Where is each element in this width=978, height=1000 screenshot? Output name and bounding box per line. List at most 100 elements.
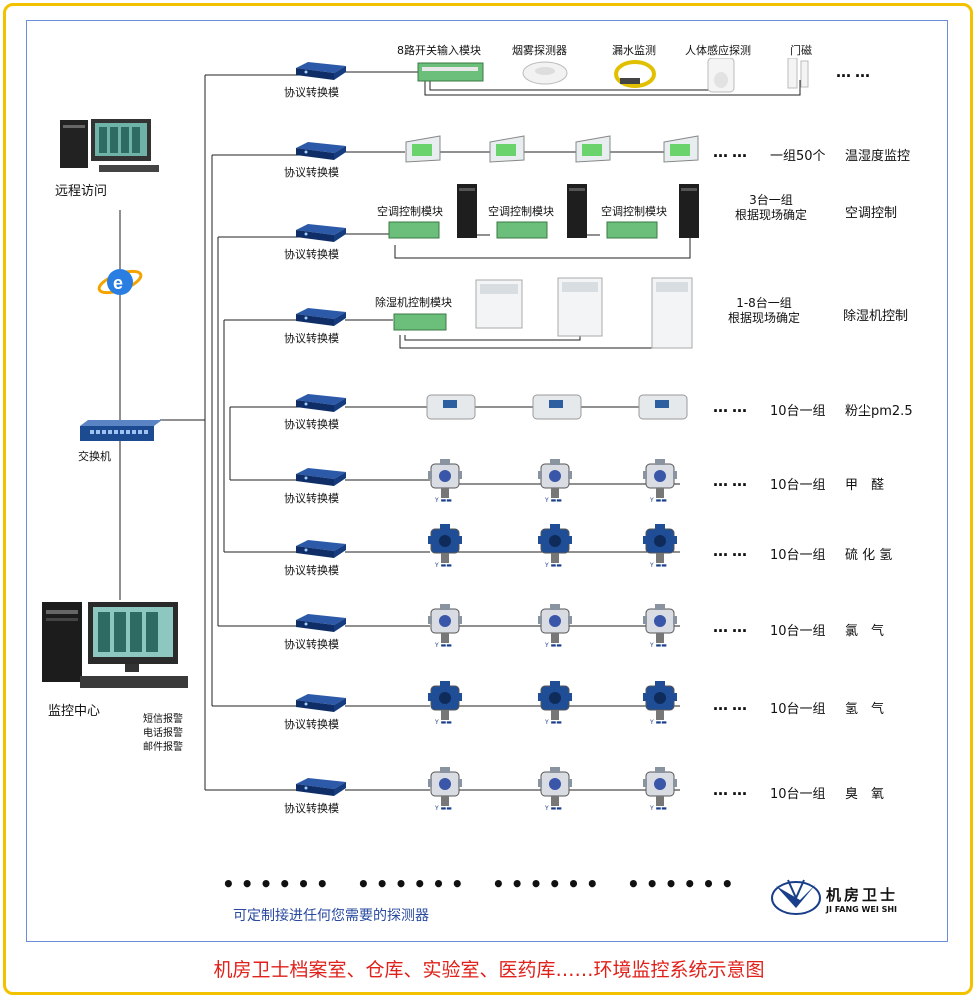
internet-explorer-icon: e xyxy=(97,269,143,295)
converter-label: 协议转换模 xyxy=(284,718,339,731)
svg-text:Y ▬▬: Y ▬▬ xyxy=(544,805,562,812)
row2-temp-humidity-sensors xyxy=(405,135,699,163)
door-sensor-icon xyxy=(787,58,809,89)
row-ellipsis: …… xyxy=(713,398,751,416)
svg-text:Y ▬▬: Y ▬▬ xyxy=(544,562,562,569)
dehumidifier-icon xyxy=(651,277,693,349)
temp-humidity-icon xyxy=(405,135,441,163)
bottom-dots-4: •••••• xyxy=(627,872,740,896)
smoke-detector-label: 烟雾探测器 xyxy=(512,44,567,57)
remote-access-label: 远程访问 xyxy=(55,184,108,199)
row4-dehumidifiers xyxy=(393,277,693,349)
svg-text:Y ▬▬: Y ▬▬ xyxy=(649,642,667,649)
svg-text:Y ▬▬: Y ▬▬ xyxy=(544,497,562,504)
protocol-converter: 协议转换模 xyxy=(284,776,352,816)
gas-detector-icon: Y ▬▬ xyxy=(428,681,462,726)
row-count: 10台一组 xyxy=(770,548,826,563)
gas-detector-icon: Y ▬▬ xyxy=(643,767,677,812)
ac-module-icon xyxy=(388,221,440,239)
alarm-sms: 短信报警 xyxy=(143,714,183,725)
row5-dust-sensors xyxy=(426,394,688,420)
row-ellipsis: …… xyxy=(713,696,751,714)
protocol-converter: 协议转换模 xyxy=(284,612,352,652)
ac-cabinet-icon xyxy=(679,184,699,238)
outer-frame xyxy=(3,3,973,995)
bottom-dots-1: •••••• xyxy=(222,872,335,896)
gas-detector-icon: Y ▬▬ xyxy=(643,681,677,726)
svg-text:Y ▬▬: Y ▬▬ xyxy=(649,497,667,504)
converter-icon xyxy=(296,308,346,326)
dehumidifier-module-icon xyxy=(393,313,447,331)
ac-module-icon xyxy=(496,221,548,239)
ac-module-icon xyxy=(606,221,658,239)
row-count: 10台一组 xyxy=(770,624,826,639)
row1-ellipsis: …… xyxy=(836,63,874,81)
svg-text:Y ▬▬: Y ▬▬ xyxy=(649,805,667,812)
io-module-icon xyxy=(417,62,484,82)
row-count: 10台一组 xyxy=(770,702,826,717)
row2-type: 温湿度监控 xyxy=(845,149,911,164)
motion-detector-label: 人体感应探测 xyxy=(685,44,751,57)
protocol-converter: 协议转换模 xyxy=(284,392,352,432)
svg-text:Y ▬▬: Y ▬▬ xyxy=(649,562,667,569)
row1-devices xyxy=(417,58,809,93)
converter-label: 协议转换模 xyxy=(284,802,339,815)
row-ellipsis: …… xyxy=(713,542,751,560)
gas-detector-icon: Y ▬▬ xyxy=(538,459,572,504)
water-leak-icon xyxy=(614,60,656,88)
dehumidifier-module-label: 除湿机控制模块 xyxy=(375,296,452,309)
custom-detector-note: 可定制接进任何您需要的探测器 xyxy=(233,908,429,924)
gas-detector-icon: Y ▬▬ xyxy=(428,604,462,649)
dehumidifier-icon xyxy=(557,277,603,337)
protocol-converter: 协议转换模 xyxy=(284,222,352,262)
ac-cabinet-icon xyxy=(457,184,477,238)
protocol-converter: 协议转换模 xyxy=(284,692,352,732)
switch-label: 交换机 xyxy=(78,450,111,463)
ac-module-label-2: 空调控制模块 xyxy=(488,205,554,218)
monitoring-center-label: 监控中心 xyxy=(48,704,101,719)
svg-text:e: e xyxy=(113,273,123,293)
row-type: 氢 气 xyxy=(845,702,885,717)
ac-module-label-1: 空调控制模块 xyxy=(377,205,443,218)
remote-pc-icon xyxy=(60,119,159,172)
row3-type: 空调控制 xyxy=(845,206,898,221)
protocol-converter: 协议转换模 xyxy=(284,466,352,506)
row-type: 粉尘pm2.5 xyxy=(845,404,913,419)
gas-detector-icon: Y ▬▬ xyxy=(428,767,462,812)
svg-text:Y ▬▬: Y ▬▬ xyxy=(434,642,452,649)
converter-icon xyxy=(296,694,346,712)
alarm-email: 邮件报警 xyxy=(143,742,183,753)
alarm-phone: 电话报警 xyxy=(143,728,183,739)
row-type: 硫 化 氢 xyxy=(845,548,893,563)
svg-text:Y ▬▬: Y ▬▬ xyxy=(544,719,562,726)
converter-label: 协议转换模 xyxy=(284,166,339,179)
gas-detector-icon: Y ▬▬ xyxy=(643,524,677,569)
gas-detector-icon: Y ▬▬ xyxy=(538,604,572,649)
row-ellipsis: …… xyxy=(713,472,751,490)
row3-ac-units xyxy=(388,184,699,239)
converter-label: 协议转换模 xyxy=(284,248,339,261)
motion-sensor-icon xyxy=(707,58,735,93)
temp-humidity-icon xyxy=(663,135,699,163)
svg-text:Y ▬▬: Y ▬▬ xyxy=(434,719,452,726)
row4-type: 除湿机控制 xyxy=(843,309,909,324)
monitoring-center-pc-icon xyxy=(42,602,188,688)
protocol-converter: 协议转换模 xyxy=(284,538,352,578)
gas-detector-icon: Y ▬▬ xyxy=(538,681,572,726)
protocol-converter: 协议转换模 xyxy=(284,60,352,100)
converter-label: 协议转换模 xyxy=(284,86,339,99)
row-count: 10台一组 xyxy=(770,404,826,419)
gas-detector-icon: Y ▬▬ xyxy=(643,604,677,649)
brand-name-en: JI FANG WEI SHI xyxy=(826,905,898,914)
brand-logo-icon xyxy=(771,879,821,915)
row3-count: 3台一组 根据现场确定 xyxy=(734,193,807,222)
temp-humidity-icon xyxy=(575,135,611,163)
gas-detector-icon: Y ▬▬ xyxy=(428,524,462,569)
converter-label: 协议转换模 xyxy=(284,418,339,431)
converter-label: 协议转换模 xyxy=(284,638,339,651)
gas-detector-icon: Y ▬▬ xyxy=(428,459,462,504)
svg-text:Y ▬▬: Y ▬▬ xyxy=(434,497,452,504)
brand-name-cn: 机房卫士 xyxy=(826,886,899,904)
row-ellipsis: …… xyxy=(713,618,751,636)
row-type: 臭 氧 xyxy=(845,787,885,802)
